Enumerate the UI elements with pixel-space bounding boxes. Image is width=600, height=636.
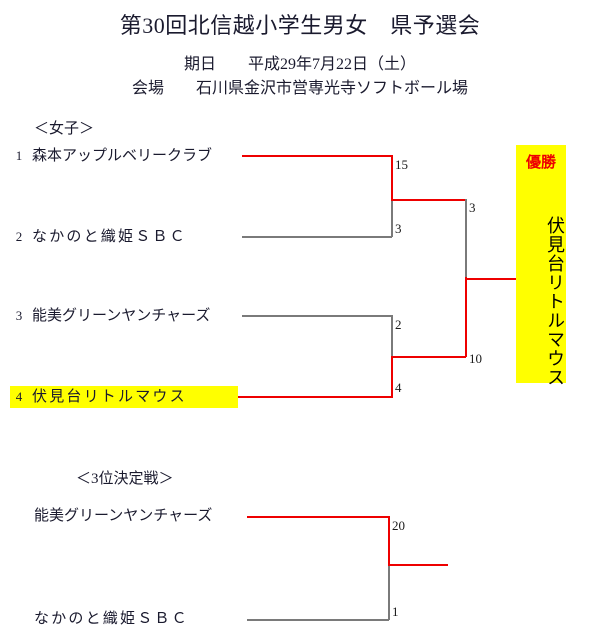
bracket-line-team4: [238, 396, 392, 398]
bracket-line-champion: [465, 278, 518, 280]
bracket-line-semifinal2-winner: [391, 356, 466, 358]
score-final-bottom: 10: [469, 351, 482, 366]
score-final-top: 3: [469, 200, 476, 215]
third-place-team-row-top: 能美グリーンヤンチャーズ: [10, 505, 240, 527]
score-semifinal1-top: 15: [395, 157, 408, 172]
bracket-team-row-2: 2 なかのと織姫ＳＢＣ: [10, 226, 242, 248]
score-semifinal1-bottom: 3: [395, 221, 402, 236]
bracket-connector-semifinal1-bottom: [391, 199, 393, 237]
bracket-line-semifinal1-winner: [391, 199, 466, 201]
bracket-line-team1: [242, 155, 392, 157]
bracket-team-row-3: 3 能美グリーンヤンチャーズ: [10, 305, 242, 327]
team-seed-2: 2: [15, 229, 23, 244]
bracket-connector-final-bottom: [465, 277, 467, 357]
champion-name-wrapper: 伏見台リトルマウス: [516, 171, 566, 387]
third-place-line-bottom: [247, 619, 389, 621]
score-semifinal2-bottom: 4: [395, 380, 402, 395]
bracket-line-team2: [242, 236, 392, 238]
team-name-1: 森本アップルベリークラブ: [32, 148, 213, 164]
team-name-4: 伏見台リトルマウス: [32, 389, 187, 405]
event-venue: 会場 石川県金沢市営専光寺ソフトボール場: [131, 80, 468, 97]
team-seed-4: 4: [15, 389, 23, 404]
score-third-place-top: 20: [392, 518, 405, 533]
third-place-team-name-top: 能美グリーンヤンチャーズ: [34, 508, 213, 524]
score-semifinal2-top: 2: [395, 317, 402, 332]
bracket-connector-semifinal1-top: [391, 155, 393, 200]
section-heading-third-place: ＜3位決定戦＞: [76, 471, 174, 487]
third-place-line-winner: [388, 564, 448, 566]
bracket-connector-final-top: [465, 199, 467, 279]
third-place-team-name-bottom: なかのと織姫ＳＢＣ: [34, 611, 189, 627]
event-date: 期日 平成29年7月22日（土）: [183, 56, 416, 73]
team-name-3: 能美グリーンヤンチャーズ: [32, 308, 211, 324]
score-third-place-bottom: 1: [392, 604, 399, 619]
section-heading-girls: ＜女子＞: [34, 121, 95, 137]
bracket-line-team3: [242, 315, 392, 317]
bracket-team-row-4: 4 伏見台リトルマウス: [10, 386, 238, 408]
team-name-2: なかのと織姫ＳＢＣ: [32, 229, 187, 245]
champion-box: 優勝 伏見台リトルマウス: [516, 145, 566, 387]
third-place-team-row-bottom: なかのと織姫ＳＢＣ: [10, 608, 240, 630]
third-place-line-top: [247, 516, 389, 518]
bracket-connector-semifinal2-top: [391, 315, 393, 358]
team-seed-1: 1: [15, 148, 23, 163]
champion-label: 優勝: [525, 155, 556, 171]
third-place-connector-top: [388, 516, 390, 565]
team-seed-3: 3: [15, 308, 23, 323]
page-title: 第30回北信越小学生男女 県予選会: [119, 13, 481, 38]
bracket-connector-semifinal2-bottom: [391, 356, 393, 398]
third-place-connector-bottom: [388, 564, 390, 620]
champion-name: 伏見台リトルマウス: [545, 215, 565, 387]
bracket-team-row-1: 1 森本アップルベリークラブ: [10, 145, 242, 167]
